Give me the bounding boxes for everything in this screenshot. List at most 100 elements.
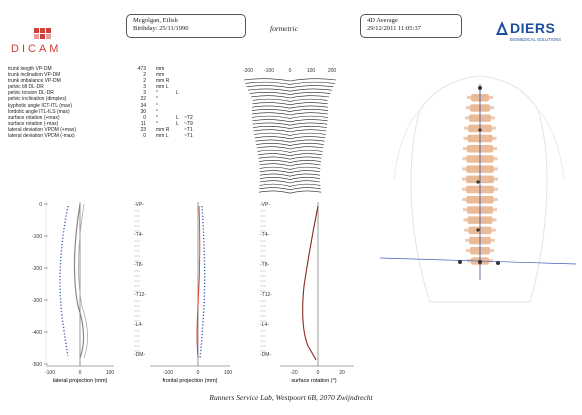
vertebra-process-right xyxy=(490,116,495,120)
vertebra-process-right xyxy=(490,238,495,242)
measurement-row: lordotic angle ITL-ILS (max)30° xyxy=(8,109,198,115)
measurement-side: L xyxy=(176,90,179,97)
contour-line xyxy=(251,109,329,112)
contour-lines xyxy=(243,78,337,194)
vertebra-process-left xyxy=(462,187,467,191)
lateral-y-tick-label: -300 xyxy=(32,298,42,304)
contour-line xyxy=(253,126,327,129)
rotation-curve xyxy=(302,205,319,361)
measurement-value: 11 xyxy=(140,120,146,127)
vertebra-process-left xyxy=(466,106,471,110)
exam-datetime: 29/12/2011 11:05:37 xyxy=(367,25,421,32)
vertebra-process-left xyxy=(465,238,470,242)
vertebra-process-right xyxy=(493,167,498,171)
measurement-row: surface rotation (+max)0°L~T2 xyxy=(8,115,198,121)
measurement-unit: mm L xyxy=(156,84,169,91)
vertebra-process-right xyxy=(494,177,498,181)
contour-line xyxy=(248,88,332,92)
measurement-unit: mm L xyxy=(156,133,169,140)
measurement-label: pelvic torsion DL-DR xyxy=(8,90,54,97)
contour-line xyxy=(253,129,327,133)
vertebra-process-left xyxy=(463,218,468,222)
measurement-unit: ° xyxy=(156,96,158,103)
vertebra-process-right xyxy=(493,187,498,191)
contour-line xyxy=(246,85,334,89)
dicam-icon xyxy=(34,28,51,39)
right-arm-outline xyxy=(537,109,565,181)
contour-line xyxy=(243,78,337,82)
measurement-side: L xyxy=(176,114,179,121)
measurement-ref: ~T2 xyxy=(184,114,193,121)
lateral-y-tick-label: -500 xyxy=(32,362,42,368)
frontal-vertebra-levels: -VP--T4--T8--T12--L4--DM- xyxy=(134,202,146,358)
frontal-level-label: -DM- xyxy=(134,352,145,358)
measurement-value: 2 xyxy=(143,78,146,85)
lateral-profile-curve-2 xyxy=(78,203,88,359)
mode-label: 4D Average xyxy=(367,17,398,24)
left-arm-outline xyxy=(393,109,421,181)
rotation-level-label: -T4- xyxy=(260,232,270,238)
contour-axis-tick: 200 xyxy=(328,68,337,74)
measurement-label: trunk inclination VP-DM xyxy=(8,72,61,79)
vertebra-process-left xyxy=(464,228,469,232)
vertebra-process-right xyxy=(492,136,497,140)
contour-line xyxy=(259,180,321,184)
rotation-x-tick-label: 20 xyxy=(339,370,345,376)
contour-line xyxy=(259,187,321,191)
landmark-t4 xyxy=(478,128,482,132)
mode-box: 4D Average 29/12/2011 11:05:37 xyxy=(360,14,462,38)
frontal-deviation-curve xyxy=(196,205,201,359)
measurement-unit: ° xyxy=(156,102,158,109)
vertebra-process-left xyxy=(467,96,471,99)
measurement-label: pelvic tilt DL-DR xyxy=(8,84,44,91)
vertebra-process-left xyxy=(462,167,467,171)
lateral-x-tick-label: 100 xyxy=(106,370,115,376)
vertebra-process-left xyxy=(466,249,471,252)
lateral-reference-curve xyxy=(59,205,69,357)
landmark-l4 xyxy=(476,228,480,232)
contour-line xyxy=(258,156,322,160)
measurement-value: 0 xyxy=(143,133,146,140)
contour-line xyxy=(255,139,325,143)
measurement-row: surface rotation (-max)11°L~T9 xyxy=(8,121,198,127)
contour-line xyxy=(252,105,328,109)
contour-line xyxy=(256,143,324,146)
diers-logo: DIERS BIOMEDICAL SOLUTIONS xyxy=(496,20,576,50)
rotation-x-tick-label: -20 xyxy=(290,370,297,376)
landmark-dm xyxy=(478,260,482,264)
rotation-x-label: surface rotation (°) xyxy=(291,378,336,384)
dicam-logo-text: DICAM xyxy=(11,43,62,55)
patient-name: Mcgolgan, Eilish xyxy=(133,17,178,24)
dicam-logo: DICAM xyxy=(8,26,78,56)
vertebra-process-right xyxy=(489,106,494,110)
contour-line xyxy=(250,95,330,99)
measurement-unit: ° xyxy=(156,114,158,121)
frontal-level-label: -L4- xyxy=(134,322,143,328)
landmark-t8 xyxy=(476,180,480,184)
measurement-value: 2 xyxy=(143,72,146,79)
vertebra-process-left xyxy=(462,157,467,161)
lateral-y-tick-label: 0 xyxy=(39,202,42,208)
diers-logo-text: DIERS xyxy=(510,20,556,36)
contour-line xyxy=(259,166,321,170)
contour-line xyxy=(254,136,326,140)
rotation-level-label: -T8- xyxy=(260,262,270,268)
lateral-y-tick-label: -200 xyxy=(32,266,42,272)
spine-3d-view xyxy=(380,75,576,303)
vertebra-process-left xyxy=(465,116,470,120)
contour-line xyxy=(249,92,331,95)
vertebra-process-right xyxy=(493,198,498,201)
rotation-level-label: -VP- xyxy=(260,202,270,208)
measurement-ref: ~T1 xyxy=(184,133,193,140)
landmark-vp xyxy=(478,86,482,90)
lateral-x-tick-label: 0 xyxy=(79,370,82,376)
contour-line xyxy=(257,149,323,153)
